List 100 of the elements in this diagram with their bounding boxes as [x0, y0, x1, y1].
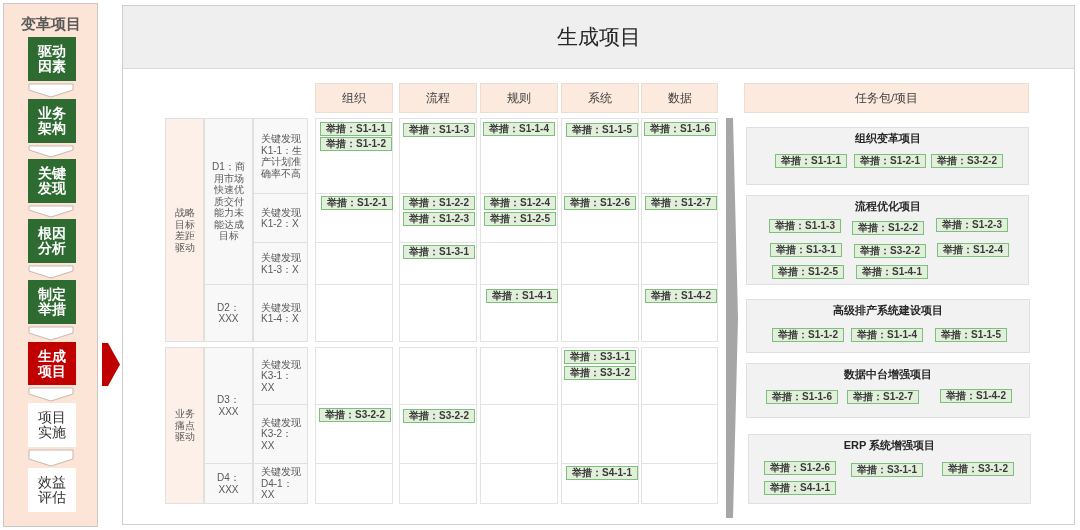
- table-cell: [315, 347, 393, 405]
- measure-tag: 举措：S1-1-4: [851, 328, 923, 342]
- measure-tag: 举措：S1-2-6: [764, 461, 836, 475]
- step-box: 关键发现: [28, 159, 76, 203]
- measure-tag: 举措：S1-2-5: [772, 265, 844, 279]
- group-title: 流程优化项目: [854, 200, 921, 213]
- row-header: D3：XXX: [204, 347, 253, 464]
- project-group: [746, 363, 1030, 418]
- chevron-arrow: [28, 265, 74, 279]
- table-cell: [561, 404, 639, 464]
- column-header: 任务包/项目: [744, 83, 1029, 113]
- row-header: 关键发现K1-3：X: [253, 242, 308, 285]
- table-cell: [315, 404, 393, 464]
- project-group: [748, 434, 1031, 504]
- row-header: 关键发现K1-2：X: [253, 193, 308, 243]
- project-group: [746, 195, 1029, 285]
- measure-tag: 举措：S1-4-2: [645, 289, 717, 303]
- table-cell: [641, 463, 718, 504]
- measure-tag: 举措：S3-1-1: [851, 463, 923, 477]
- row-header: 关键发现D4-1：XX: [253, 463, 308, 504]
- measure-tag: 举措：S1-4-1: [486, 289, 558, 303]
- step-box: 制定举措: [28, 280, 76, 324]
- measure-tag: 举措：S3-1-2: [942, 462, 1014, 476]
- measure-tag: 举措：S1-2-7: [847, 390, 919, 404]
- table-cell: [480, 193, 558, 243]
- chevron-arrow: [28, 326, 74, 341]
- row-header: 关键发现K3-2：XX: [253, 404, 308, 464]
- measure-tag: 举措：S1-1-1: [320, 122, 392, 136]
- table-cell: [399, 284, 477, 342]
- row-header: D2：XXX: [204, 284, 253, 342]
- measure-tag: 举措：S4-1-1: [764, 481, 836, 495]
- table-cell: [480, 242, 558, 285]
- table-cell: [641, 118, 718, 194]
- step-box: 驱动因素: [28, 37, 76, 81]
- chevron-arrow: [28, 387, 74, 402]
- measure-tag: 举措：S1-1-5: [935, 328, 1007, 342]
- measure-tag: 举措：S3-2-2: [854, 244, 926, 258]
- table-cell: [561, 347, 639, 405]
- measure-tag: 举措：S1-2-1: [854, 154, 926, 168]
- measure-tag: 举措：S1-2-3: [936, 218, 1008, 232]
- row-header: 关键发现K3-1：XX: [253, 347, 308, 405]
- title-bar: 生成项目: [123, 6, 1074, 69]
- row-header: D1：商用市场快速优质交付能力未能达成目标: [204, 118, 253, 285]
- measure-tag: 举措：S1-2-2: [403, 196, 475, 210]
- group-title: ERP 系统增强项目: [843, 439, 936, 452]
- table-cell: [641, 404, 718, 464]
- table-cell: [480, 284, 558, 342]
- table-cell: [315, 118, 393, 194]
- table-cell: [315, 193, 393, 243]
- chevron-arrow: [28, 145, 74, 158]
- measure-tag: 举措：S1-2-2: [852, 221, 924, 235]
- table-cell: [641, 347, 718, 405]
- sidebar-panel: [3, 3, 98, 527]
- step-box: 根因分析: [28, 219, 76, 263]
- table-cell: [315, 242, 393, 285]
- step-box: 业务架构: [28, 99, 76, 143]
- measure-tag: 举措：S1-2-1: [321, 196, 393, 210]
- column-header: 组织: [315, 83, 393, 113]
- project-group: [746, 127, 1029, 185]
- main-panel: [122, 5, 1075, 525]
- step-box: 生成项目: [28, 342, 76, 385]
- measure-tag: 举措：S1-4-1: [856, 265, 928, 279]
- measure-tag: 举措：S1-2-4: [937, 243, 1009, 257]
- measure-tag: 举措：S3-2-2: [319, 408, 391, 422]
- row-header: 业务痛点驱动: [165, 347, 204, 504]
- measure-tag: 举措：S1-3-1: [403, 245, 475, 259]
- panel-title: 变革项目: [20, 15, 81, 32]
- measure-tag: 举措：S4-1-1: [566, 466, 638, 480]
- row-header: 战略目标差距驱动: [165, 118, 204, 342]
- chevron-arrow: [28, 83, 74, 98]
- measure-tag: 举措：S1-2-4: [484, 196, 556, 210]
- measure-tag: 举措：S1-1-1: [775, 154, 847, 168]
- chevron-arrow: [102, 343, 120, 386]
- measure-tag: 举措：S1-1-2: [320, 137, 392, 151]
- measure-tag: 举措：S1-1-4: [483, 122, 555, 136]
- chevron-arrow: [28, 205, 74, 218]
- measure-tag: 举措：S3-1-2: [564, 366, 636, 380]
- group-title: 组织变革项目: [854, 132, 921, 145]
- measure-tag: 举措：S1-2-3: [403, 212, 475, 226]
- measure-tag: 举措：S1-2-7: [645, 196, 717, 210]
- table-cell: [480, 463, 558, 504]
- table-cell: [561, 118, 639, 194]
- measure-tag: 举措：S1-2-5: [484, 212, 556, 226]
- table-cell: [641, 284, 718, 342]
- table-cell: [561, 193, 639, 243]
- table-cell: [399, 242, 477, 285]
- row-header: D4：XXX: [204, 463, 253, 504]
- table-cell: [641, 193, 718, 243]
- measure-tag: 举措：S3-2-2: [403, 409, 475, 423]
- measure-tag: 举措：S1-1-3: [403, 123, 475, 137]
- table-cell: [315, 284, 393, 342]
- column-header: 流程: [399, 83, 477, 113]
- measure-tag: 举措：S1-4-2: [940, 389, 1012, 403]
- table-cell: [561, 284, 639, 342]
- column-header: 规则: [480, 83, 558, 113]
- measure-tag: 举措：S3-2-2: [931, 154, 1003, 168]
- measure-tag: 举措：S3-1-1: [564, 350, 636, 364]
- measure-tag: 举措：S1-2-6: [564, 196, 636, 210]
- table-cell: [399, 463, 477, 504]
- table-cell: [315, 463, 393, 504]
